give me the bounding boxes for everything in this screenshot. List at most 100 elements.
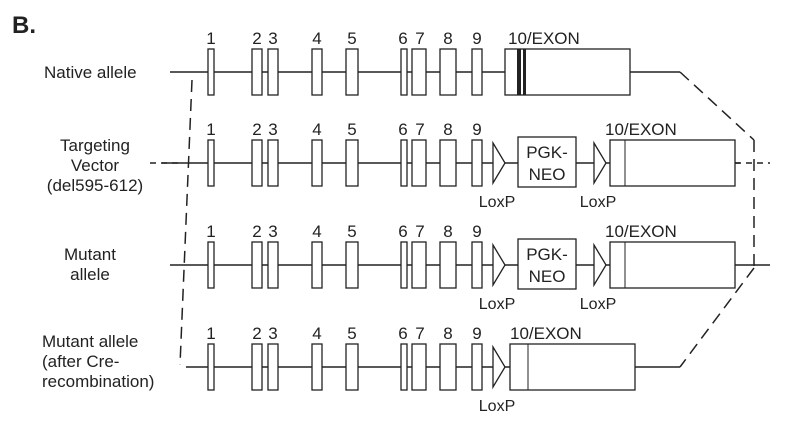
exon-box: [439, 241, 457, 289]
exon-number: 9: [472, 222, 481, 241]
exon-box: [267, 48, 279, 96]
exon-box: [207, 241, 215, 289]
exon-box: [400, 48, 408, 96]
exon-number: 6: [398, 324, 407, 343]
loxp-label: LoxP: [479, 398, 515, 415]
cassette-label: NEO: [529, 267, 566, 286]
exon-box: [267, 241, 279, 289]
exon-number: 6: [398, 29, 407, 48]
exon-box: [311, 139, 323, 187]
exon-number: 9: [472, 120, 481, 139]
exon-box: [439, 343, 457, 391]
exon-10-label: 10/EXON: [605, 222, 677, 241]
exon-number: 9: [472, 29, 481, 48]
row-label-targeting: Targeting Vector (del595-612): [30, 136, 160, 196]
loxp-label: LoxP: [479, 296, 515, 313]
exon-number: 2: [252, 29, 261, 48]
exon-box: [251, 48, 263, 96]
exon-number: 5: [347, 120, 356, 139]
exon-box: [251, 241, 263, 289]
exon-number: 6: [398, 222, 407, 241]
row-label-mutant: Mutant allele: [40, 245, 140, 285]
exon-number: 3: [268, 120, 277, 139]
exon-10-box: [609, 241, 736, 289]
exon-number: 1: [206, 29, 215, 48]
row-label-line: (after Cre-: [42, 352, 120, 371]
exon-number: 8: [443, 29, 452, 48]
exon-number: 5: [347, 324, 356, 343]
exon-box: [471, 48, 483, 96]
exon-number: 8: [443, 120, 452, 139]
cassette-label: NEO: [529, 165, 566, 184]
exon-number: 5: [347, 29, 356, 48]
row-label-line: Mutant allele: [42, 332, 139, 351]
loxp-label: LoxP: [479, 194, 515, 211]
exon-number: 4: [312, 29, 321, 48]
exon-number: 2: [252, 324, 261, 343]
exon-number: 1: [206, 120, 215, 139]
exon-number: 1: [206, 324, 215, 343]
exon-box: [439, 139, 457, 187]
loxp-label: LoxP: [580, 194, 616, 211]
row-label-line: allele: [70, 265, 110, 284]
exon-10-label: 10/EXON: [508, 29, 580, 48]
exon-number: 2: [252, 120, 261, 139]
row-label-line: Mutant: [64, 245, 116, 264]
exon-box: [207, 343, 215, 391]
exon-box: [207, 48, 215, 96]
exon-box: [411, 48, 427, 96]
row-label-line: Vector: [70, 156, 120, 175]
homology-connector-left: [179, 79, 193, 366]
exon-number: 4: [312, 120, 321, 139]
homology-connector-right: [679, 71, 755, 141]
deletion-region-mark: [517, 49, 521, 95]
row-label-line: Native allele: [44, 63, 137, 82]
exon-number: 6: [398, 120, 407, 139]
exon-10-box: [509, 343, 636, 391]
exon-box: [411, 241, 427, 289]
exon-box: [207, 139, 215, 187]
homology-connector-right: [679, 267, 755, 368]
exon-number: 4: [312, 222, 321, 241]
exon-box: [311, 48, 323, 96]
loxp-label: LoxP: [580, 296, 616, 313]
exon-number: 7: [415, 29, 424, 48]
panel-label: B.: [12, 12, 36, 39]
exon-box: [400, 139, 408, 187]
exon-box: [400, 343, 408, 391]
exon-number: 7: [415, 222, 424, 241]
loxp-site: [492, 242, 506, 288]
exon-number: 3: [268, 29, 277, 48]
exon-number: 8: [443, 222, 452, 241]
exon-box: [439, 48, 457, 96]
loxp-site: [593, 242, 607, 288]
cassette-label: PGK-: [526, 143, 568, 162]
exon-box: [471, 139, 483, 187]
exon-number: 9: [472, 324, 481, 343]
exon-box: [311, 241, 323, 289]
exon-number: 3: [268, 222, 277, 241]
row-label-cre: Mutant allele (after Cre- recombination): [42, 332, 154, 392]
exon-box: [311, 343, 323, 391]
deletion-region-mark: [523, 49, 526, 95]
exon-number: 7: [415, 324, 424, 343]
exon-box: [267, 343, 279, 391]
exon-number: 4: [312, 324, 321, 343]
exon-number: 2: [252, 222, 261, 241]
row-label-line: Targeting: [60, 136, 130, 155]
exon-box: [345, 48, 359, 96]
loxp-site: [492, 140, 506, 186]
exon-number: 7: [415, 120, 424, 139]
exon-box: [345, 139, 359, 187]
pgk-neo-cassette: [517, 238, 577, 290]
row-label-line: recombination): [42, 372, 155, 391]
exon-box: [345, 241, 359, 289]
pgk-neo-cassette: [517, 136, 577, 188]
exon-10-box: [609, 139, 736, 187]
exon-box: [471, 241, 483, 289]
exon-10-label: 10/EXON: [510, 324, 582, 343]
